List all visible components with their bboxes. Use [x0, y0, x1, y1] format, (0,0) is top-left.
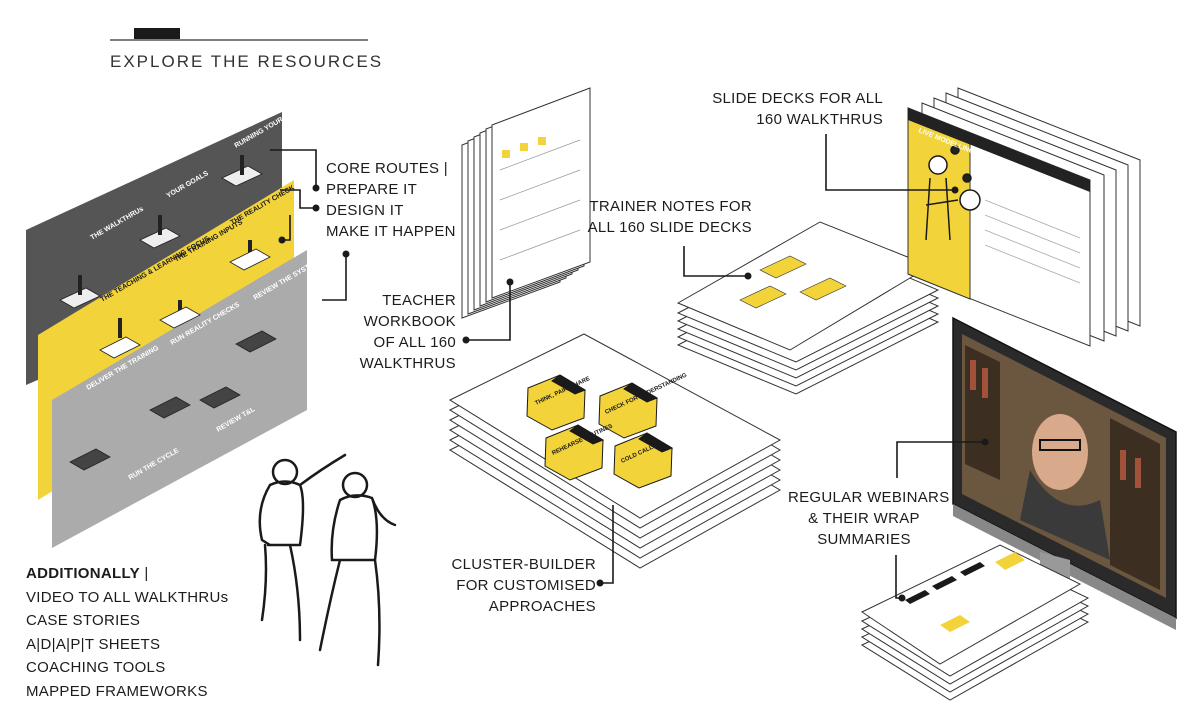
slide-decks-label: SLIDE DECKS FOR ALL 160 WALKTHRUS	[712, 88, 883, 130]
additionally-title: ADDITIONALLY	[26, 565, 140, 582]
teacher-workbook-stack	[461, 87, 591, 319]
slide-line-1: SLIDE DECKS FOR ALL	[712, 90, 883, 107]
core-connectors	[270, 149, 347, 301]
workbook-line-1: TEACHER	[382, 292, 456, 309]
cluster-line-1: CLUSTER-BUILDER	[451, 556, 596, 573]
core-routes-panels: RUNNING YOUR PILOT YOUR GOALS THE WALKTH…	[26, 105, 320, 548]
trainer-notes-label: TRAINER NOTES FOR ALL 160 SLIDE DECKS	[588, 196, 752, 238]
additionally-heading: ADDITIONALLY |	[26, 562, 229, 586]
slide-line-2: 160 WALKTHRUS	[756, 111, 883, 128]
prepare-it-line: PREPARE IT	[326, 181, 418, 198]
additionally-separator: |	[139, 565, 149, 582]
heading-block	[134, 28, 180, 39]
core-routes-label: CORE ROUTES | PREPARE IT DESIGN IT MAKE …	[326, 158, 456, 242]
webinar-line-2: & THEIR WRAP	[808, 510, 920, 527]
list-item: MAPPED FRAMEWORKS	[26, 682, 208, 700]
cluster-line-2: FOR CUSTOMISED	[456, 577, 596, 594]
webinars-label: REGULAR WEBINARS & THEIR WRAP SUMMARIES	[788, 487, 950, 550]
trainer-line-1: TRAINER NOTES FOR	[589, 198, 752, 215]
make-it-happen-line: MAKE IT HAPPEN	[326, 223, 456, 240]
cluster-line-3: APPROACHES	[488, 598, 596, 615]
workbook-line-4: WALKTHRUS	[359, 355, 456, 372]
design-it-line: DESIGN IT	[326, 202, 404, 219]
wrap-summary-stack	[860, 544, 1090, 701]
cluster-builder-label: CLUSTER-BUILDER FOR CUSTOMISED APPROACHE…	[451, 554, 596, 617]
teacher-workbook-label: TEACHER WORKBOOK OF ALL 160 WALKTHRUS	[360, 290, 456, 374]
page-heading: EXPLORE THE RESOURCES	[110, 52, 384, 71]
workbook-line-2: WORKBOOK	[363, 313, 456, 330]
figures-illustration	[258, 453, 397, 667]
trainer-line-2: ALL 160 SLIDE DECKS	[587, 219, 752, 236]
list-item: VIDEO TO ALL WALKTHRUs	[26, 588, 229, 606]
additionally-list: ADDITIONALLY | VIDEO TO ALL WALKTHRUs CA…	[26, 562, 229, 703]
webinar-line-3: SUMMARIES	[817, 531, 911, 548]
webinar-line-1: REGULAR WEBINARS	[788, 489, 950, 506]
workbook-line-3: OF ALL 160	[373, 334, 456, 351]
core-routes-line: CORE ROUTES |	[326, 160, 448, 177]
list-item: CASE STORIES	[26, 612, 141, 629]
slide-decks-stack: LIVE MODELLING	[907, 87, 1141, 347]
trainer-notes-stack	[676, 221, 940, 395]
list-item: COACHING TOOLS	[26, 659, 166, 676]
cluster-builder-stack: THINK, PAIR, SHARE CHECK FOR UNDERSTANDI…	[448, 333, 782, 569]
list-item: A|D|A|P|T SHEETS	[26, 635, 161, 653]
